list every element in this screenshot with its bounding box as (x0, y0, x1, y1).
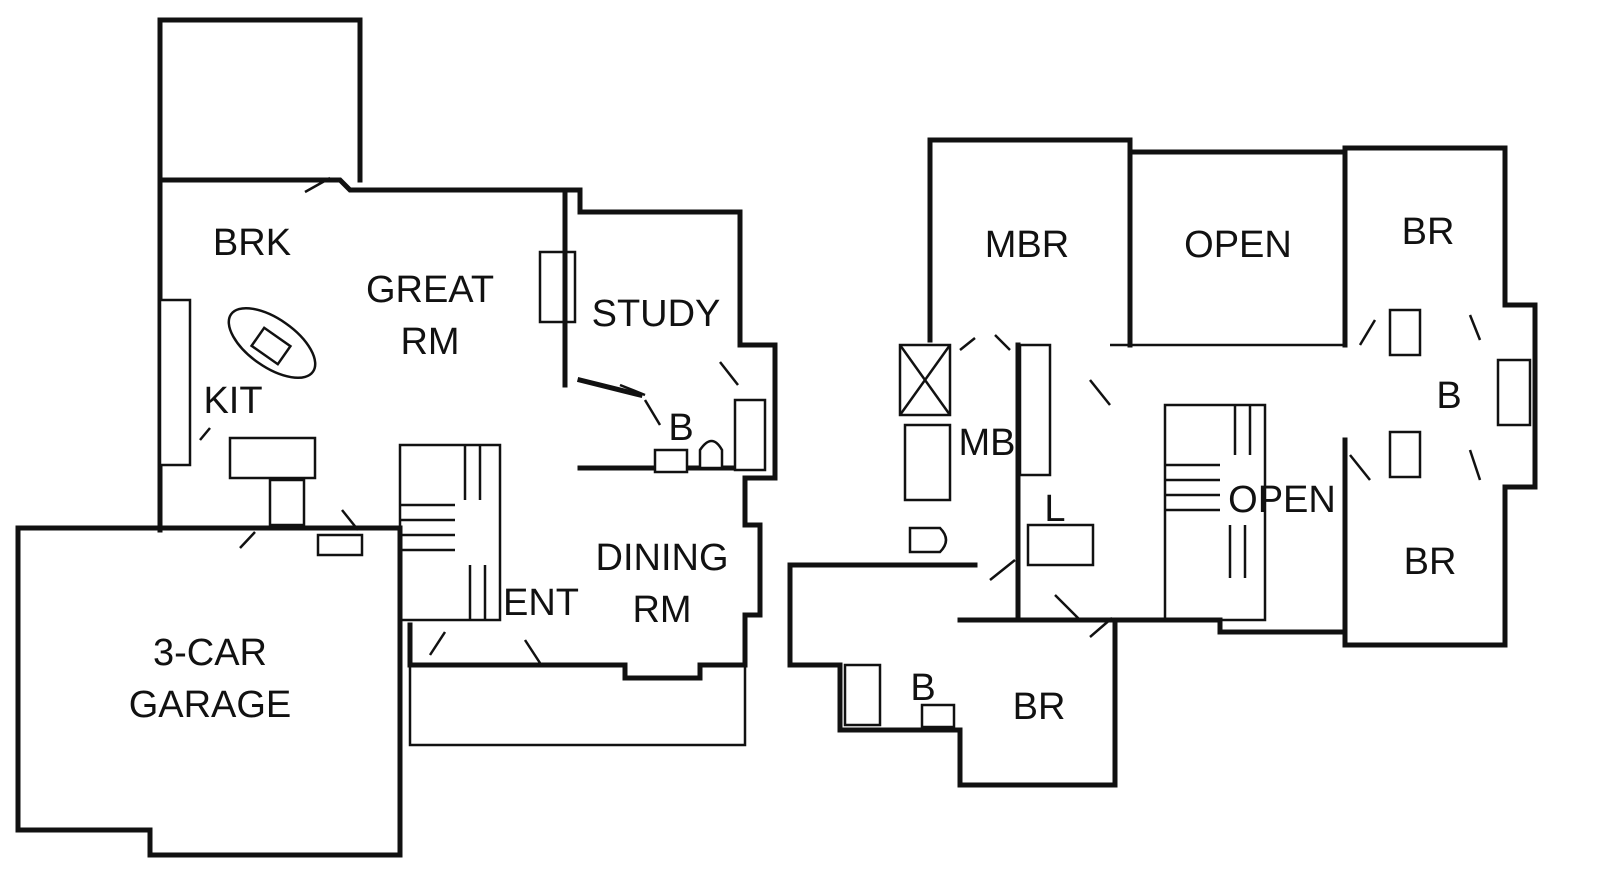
label-l: L (1044, 488, 1065, 530)
deck-outline (157, 17, 363, 183)
upper-stair-treads (1165, 405, 1252, 578)
lower-bath-closet (843, 663, 882, 727)
label-bath-lower: B (910, 667, 935, 709)
main-floor-outline (157, 177, 778, 681)
main-stair-treads (400, 445, 487, 620)
cooktop (249, 326, 293, 366)
label-br-bottom-right: BR (1404, 541, 1457, 583)
upper-doors (959, 314, 1482, 638)
laundry-sink (268, 478, 306, 527)
linen-closet (1026, 523, 1095, 567)
study-wall (576, 376, 644, 399)
toilet (698, 439, 724, 470)
master-vanity (1018, 343, 1052, 477)
lower-bath-sink (920, 703, 956, 729)
kitchen-cabinets (228, 436, 317, 480)
master-toilet (908, 526, 948, 554)
label-open-upper: OPEN (1184, 224, 1292, 266)
upper-floor-plan (787, 137, 1538, 788)
doors (199, 176, 739, 664)
main-floor-plan (15, 17, 778, 858)
tub (733, 398, 767, 472)
front-porch (408, 665, 747, 747)
label-kit: KIT (203, 380, 262, 422)
label-study: STUDY (592, 293, 721, 335)
label-br-lower: BR (1013, 686, 1066, 728)
upper-stair (1163, 403, 1267, 622)
label-bath-main-floor: B (668, 407, 693, 449)
label-mbr: MBR (985, 224, 1069, 266)
kitchen-counter (158, 298, 192, 467)
label-ent: ENT (503, 582, 579, 624)
label-brk: BRK (213, 222, 291, 264)
label-open-stair: OPEN (1228, 479, 1336, 521)
sink (653, 448, 689, 474)
bath-vanity-upper (1388, 308, 1422, 357)
bath-tub-right (1496, 358, 1532, 427)
master-tub (903, 423, 952, 502)
bath-vanity-lower (1388, 430, 1422, 479)
label-bath-right: B (1436, 375, 1461, 417)
label-br-top-right: BR (1402, 211, 1455, 253)
fireplace (538, 250, 577, 324)
garage-step (316, 533, 364, 557)
label-mb: MB (959, 422, 1016, 464)
